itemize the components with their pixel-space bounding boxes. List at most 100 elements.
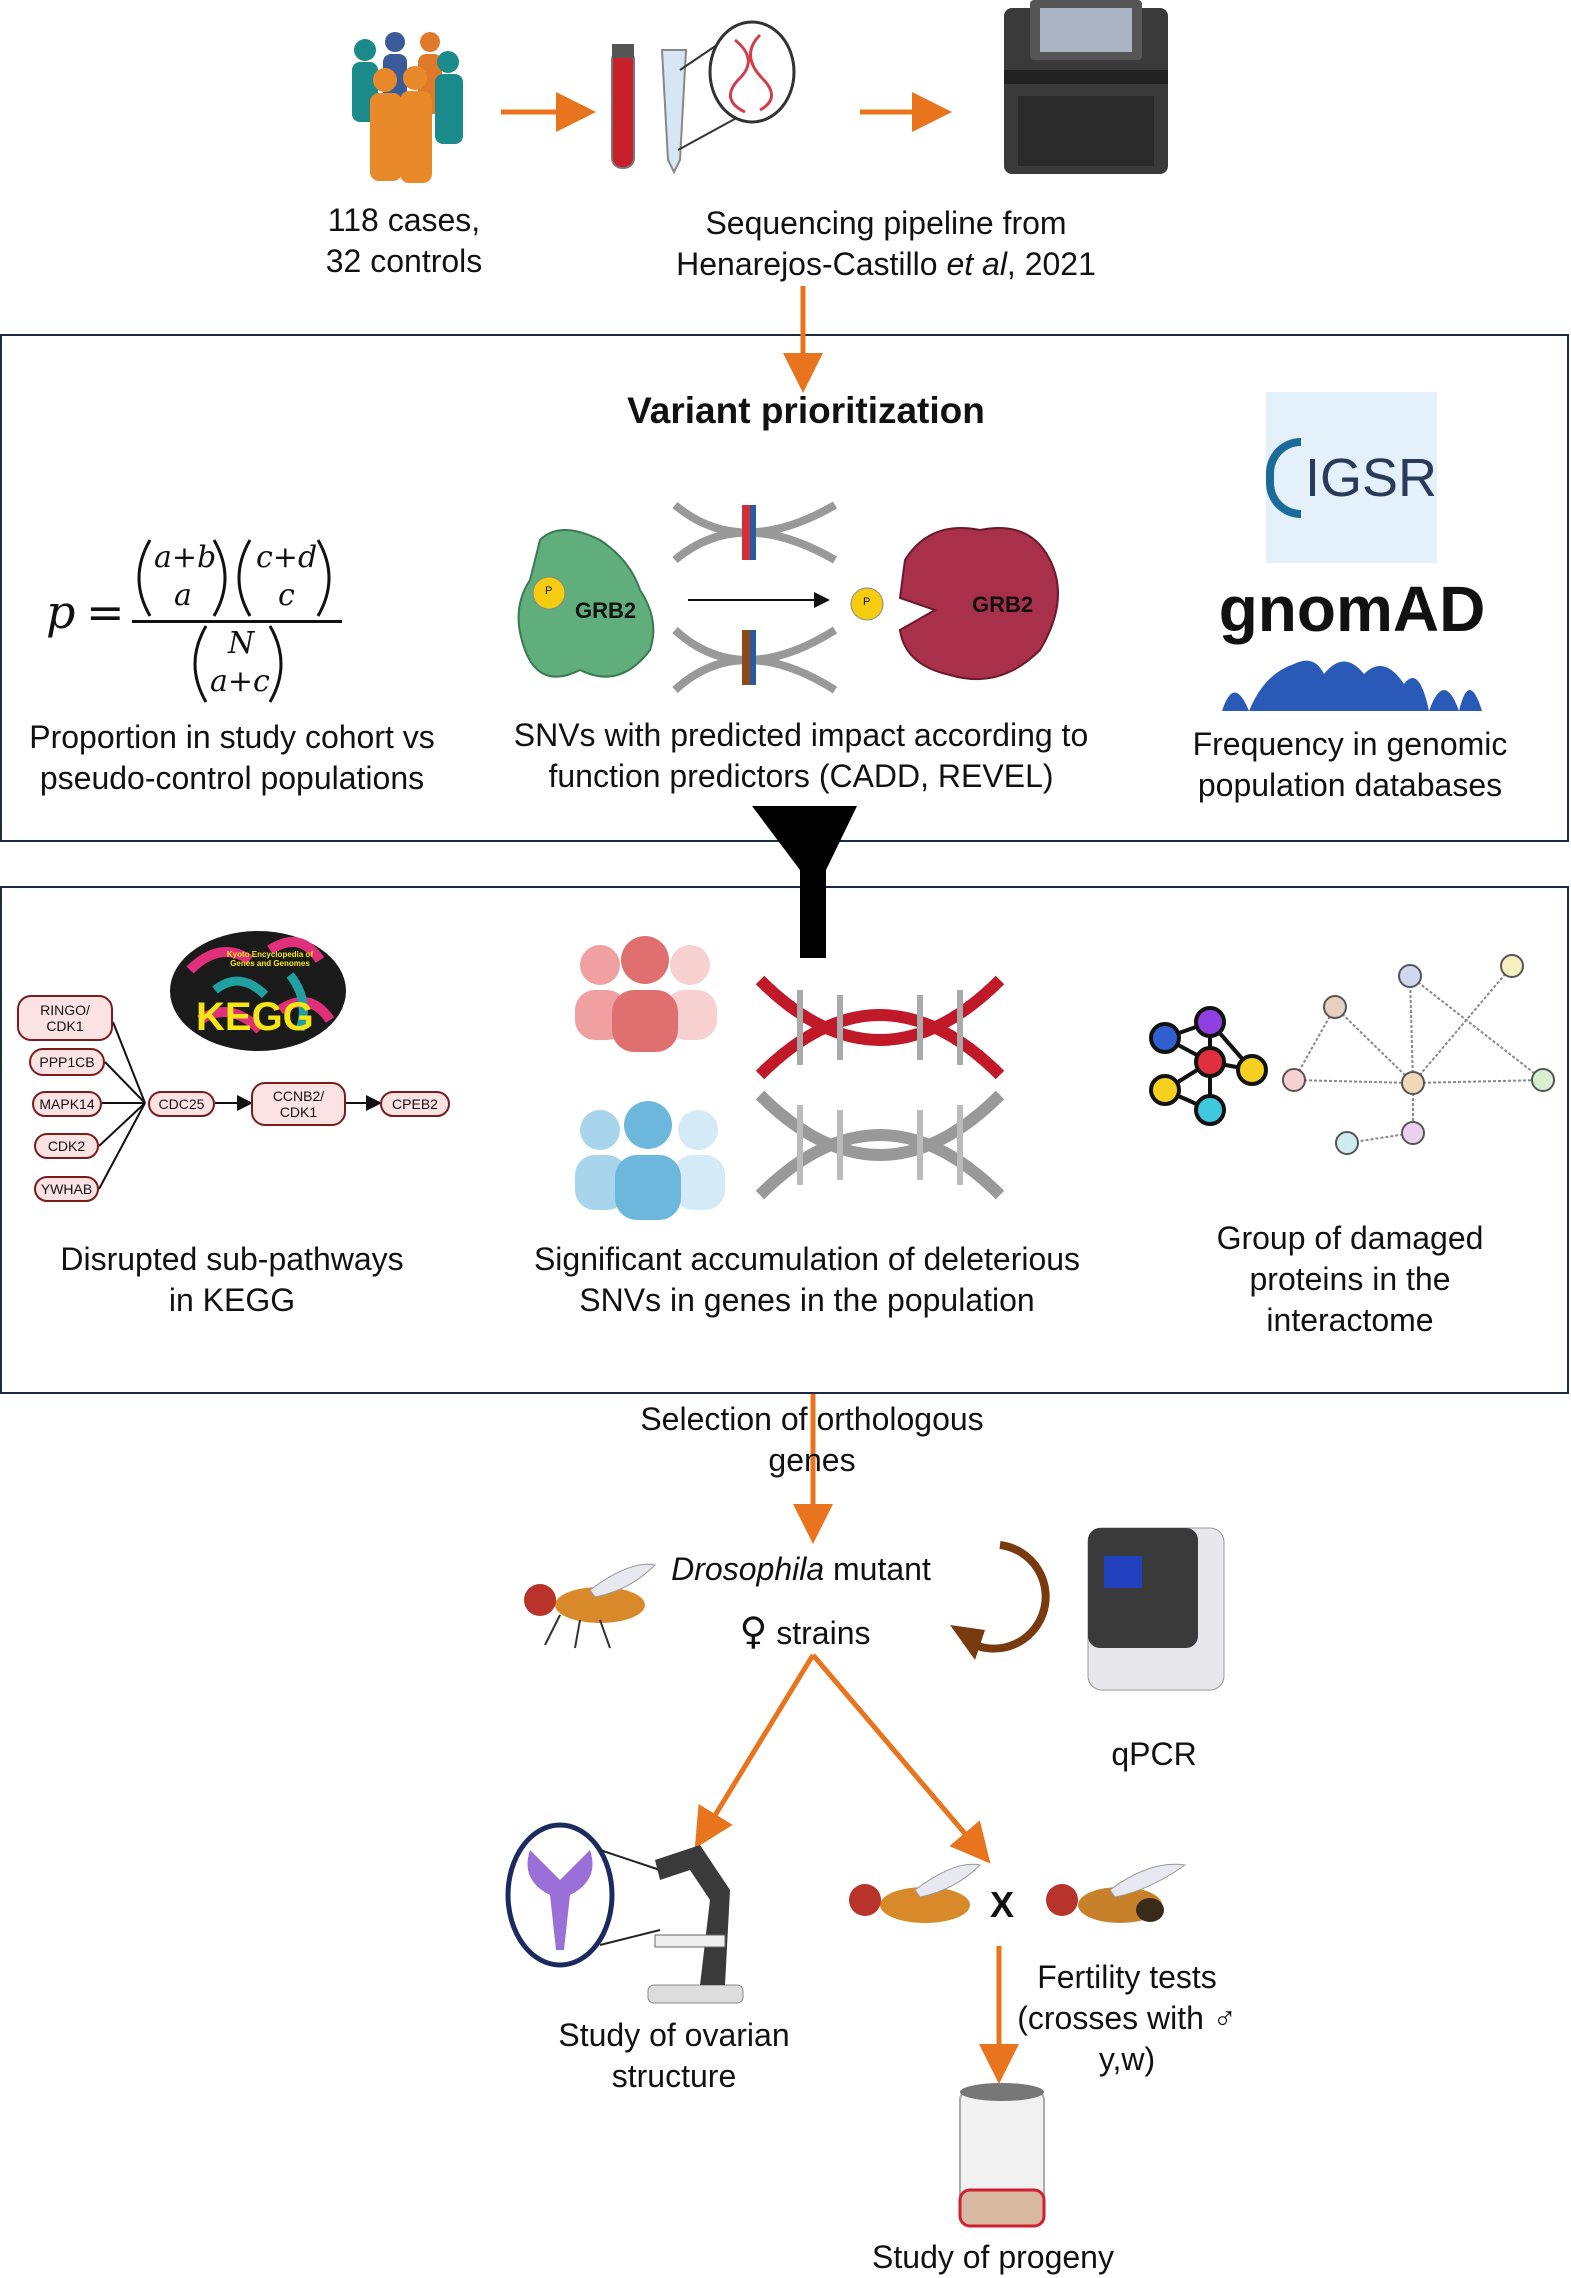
drosophila-genus: Drosophila bbox=[671, 1551, 825, 1587]
significant-label: Significant accumulation of deleterious … bbox=[534, 1239, 1080, 1321]
patients-icon bbox=[352, 32, 463, 183]
analysis-box bbox=[0, 886, 1569, 1394]
formula-num1-top: a+b bbox=[154, 540, 217, 575]
frequency-line1: Frequency in genomic bbox=[1192, 726, 1508, 762]
cohort-label: 118 cases, 32 controls bbox=[326, 200, 483, 282]
pathway-node-ppp1cb: PPP1CB bbox=[29, 1048, 105, 1076]
section-title: Variant prioritization bbox=[627, 390, 985, 431]
formula-num2-top: c+d bbox=[256, 540, 318, 575]
formula-den-top: N bbox=[228, 626, 255, 661]
interactome-graph-icon bbox=[1282, 954, 1555, 1155]
fertility-line3: y,w) bbox=[1098, 2041, 1156, 2077]
funnel-icon bbox=[752, 806, 857, 958]
significant-line2: SNVs in genes in the population bbox=[579, 1282, 1035, 1318]
disrupted-line1: Disrupted sub-pathways bbox=[60, 1241, 404, 1277]
snvs-line2: function predictors (CADD, REVEL) bbox=[548, 758, 1054, 794]
group-line2: proteins in the bbox=[1249, 1261, 1451, 1297]
fertility-line2: (crosses with ♂ bbox=[1017, 2000, 1237, 2036]
pathway-node-ccnb2-cdk1: CCNB2/ CDK1 bbox=[251, 1082, 346, 1126]
proportion-line2: pseudo-control populations bbox=[39, 760, 425, 796]
formula-num2-bottom: c bbox=[278, 578, 295, 613]
cross-symbol: X bbox=[989, 1884, 1015, 1925]
pathway-node-ringo-cdk1: RINGO/ CDK1 bbox=[17, 995, 113, 1041]
qpcr-label: qPCR bbox=[1111, 1736, 1197, 1772]
selection-line1: Selection of orthologous bbox=[640, 1401, 984, 1437]
fly-female-icon bbox=[849, 1863, 982, 1923]
sequencer-icon bbox=[1004, 0, 1168, 174]
frequency-label: Frequency in genomic population database… bbox=[1193, 724, 1508, 806]
dna-wildtype-icon bbox=[672, 501, 838, 564]
pipeline-year: , 2021 bbox=[1006, 246, 1096, 282]
cohort-cases: 118 cases, bbox=[327, 202, 481, 238]
vial-icon bbox=[958, 2083, 1046, 2228]
formula-num1-bottom: a bbox=[174, 578, 192, 613]
gnomad-text: gnomAD bbox=[1218, 573, 1486, 645]
dna-deleterious-icon bbox=[755, 975, 1005, 1080]
arrow-to-ovarian bbox=[694, 1653, 816, 1849]
pipeline-line2: Henarejos-Castillo et al, 2021 bbox=[676, 244, 1096, 285]
proportion-line1: Proportion in study cohort vs bbox=[29, 719, 435, 755]
ovarian-label: Study of ovarian structure bbox=[558, 2015, 789, 2097]
grb2-label-inactive: GRB2 bbox=[972, 592, 1034, 617]
drosophila-mutant: mutant bbox=[824, 1551, 931, 1587]
pathway-edges bbox=[98, 1021, 382, 1190]
ovary-microscope-icon bbox=[505, 1822, 744, 2004]
group-line1: Group of damaged bbox=[1216, 1220, 1484, 1256]
group-label: Group of damaged proteins in the interac… bbox=[1217, 1218, 1484, 1341]
igsr-logo: IGSR bbox=[1266, 392, 1437, 563]
grb2-inactive-icon bbox=[850, 527, 1059, 681]
pipeline-label: Sequencing pipeline from Henarejos-Casti… bbox=[676, 203, 1096, 285]
strains-text: strains bbox=[776, 1615, 871, 1651]
dna-neutral-icon bbox=[755, 1090, 1005, 1200]
formula-parentheses bbox=[137, 539, 331, 703]
fly-icon bbox=[524, 1563, 657, 1649]
formula-equals: = bbox=[86, 585, 125, 639]
formula-den-bottom: a+c bbox=[210, 664, 270, 699]
female-symbol-icon: ♀ bbox=[739, 1609, 768, 1653]
disrupted-label: Disrupted sub-pathways in KEGG bbox=[60, 1239, 403, 1321]
fertility-line1: Fertility tests bbox=[1037, 1959, 1217, 1995]
snvs-line1: SNVs with predicted impact according to bbox=[513, 717, 1089, 753]
selection-label: Selection of orthologous genes bbox=[640, 1399, 983, 1481]
group-line3: interactome bbox=[1266, 1302, 1434, 1338]
ovarian-line1: Study of ovarian bbox=[558, 2017, 790, 2053]
interactome-cluster-icon bbox=[1149, 1006, 1268, 1126]
pathway-node-cdk2: CDK2 bbox=[34, 1133, 99, 1159]
kegg-subtitle: Kyoto Encyclopedia of Genes and Genomes bbox=[226, 950, 314, 968]
ovarian-line2: structure bbox=[611, 2058, 737, 2094]
progeny-label: Study of progeny bbox=[872, 2239, 1114, 2275]
disrupted-line2: in KEGG bbox=[168, 1282, 296, 1318]
pathway-node-cdc25: CDC25 bbox=[148, 1091, 215, 1117]
fertility-label: Fertility tests (crosses with ♂ y,w) bbox=[1017, 1957, 1237, 2080]
snvs-label: SNVs with predicted impact according to … bbox=[514, 715, 1088, 797]
control-group-icon bbox=[575, 1101, 725, 1220]
igsr-text: IGSR bbox=[1304, 447, 1437, 508]
qpcr-machine-icon bbox=[1087, 1527, 1225, 1691]
svg-text:KEGG: KEGG bbox=[196, 995, 314, 1039]
kegg-logo: KEGG bbox=[170, 931, 346, 1051]
grb2-active-icon bbox=[517, 529, 655, 678]
formula-bar bbox=[132, 620, 342, 623]
pathway-node-cpeb2: CPEB2 bbox=[380, 1091, 450, 1117]
grb2-label-active: GRB2 bbox=[575, 598, 637, 623]
pathway-node-ywhab: YWHAB bbox=[34, 1176, 99, 1202]
arrow-to-fertility bbox=[811, 1653, 991, 1864]
pipeline-etal: et al bbox=[946, 246, 1007, 282]
dna-mutant-icon bbox=[672, 626, 838, 694]
strains-label: ♀ strains bbox=[740, 1611, 871, 1654]
blood-sample-icon bbox=[611, 20, 796, 175]
proportion-label: Proportion in study cohort vs pseudo-con… bbox=[29, 717, 435, 799]
pipeline-line1: Sequencing pipeline from bbox=[705, 205, 1067, 241]
cycle-arrow-icon bbox=[950, 1541, 1050, 1660]
gnomad-logo: gnomAD bbox=[1214, 574, 1490, 711]
significant-line1: Significant accumulation of deleterious bbox=[533, 1241, 1081, 1277]
formula-lhs: p bbox=[46, 585, 76, 639]
cohort-controls: 32 controls bbox=[325, 243, 483, 279]
selection-line2: genes bbox=[768, 1442, 856, 1478]
phospho-label-active: P bbox=[545, 585, 553, 597]
fly-male-icon bbox=[1046, 1863, 1187, 1923]
case-group-icon bbox=[575, 936, 717, 1052]
igsr-swirl-icon bbox=[1266, 437, 1301, 518]
gnomad-waves-icon bbox=[1222, 660, 1482, 711]
pathway-node-mapk14: MAPK14 bbox=[32, 1091, 102, 1117]
